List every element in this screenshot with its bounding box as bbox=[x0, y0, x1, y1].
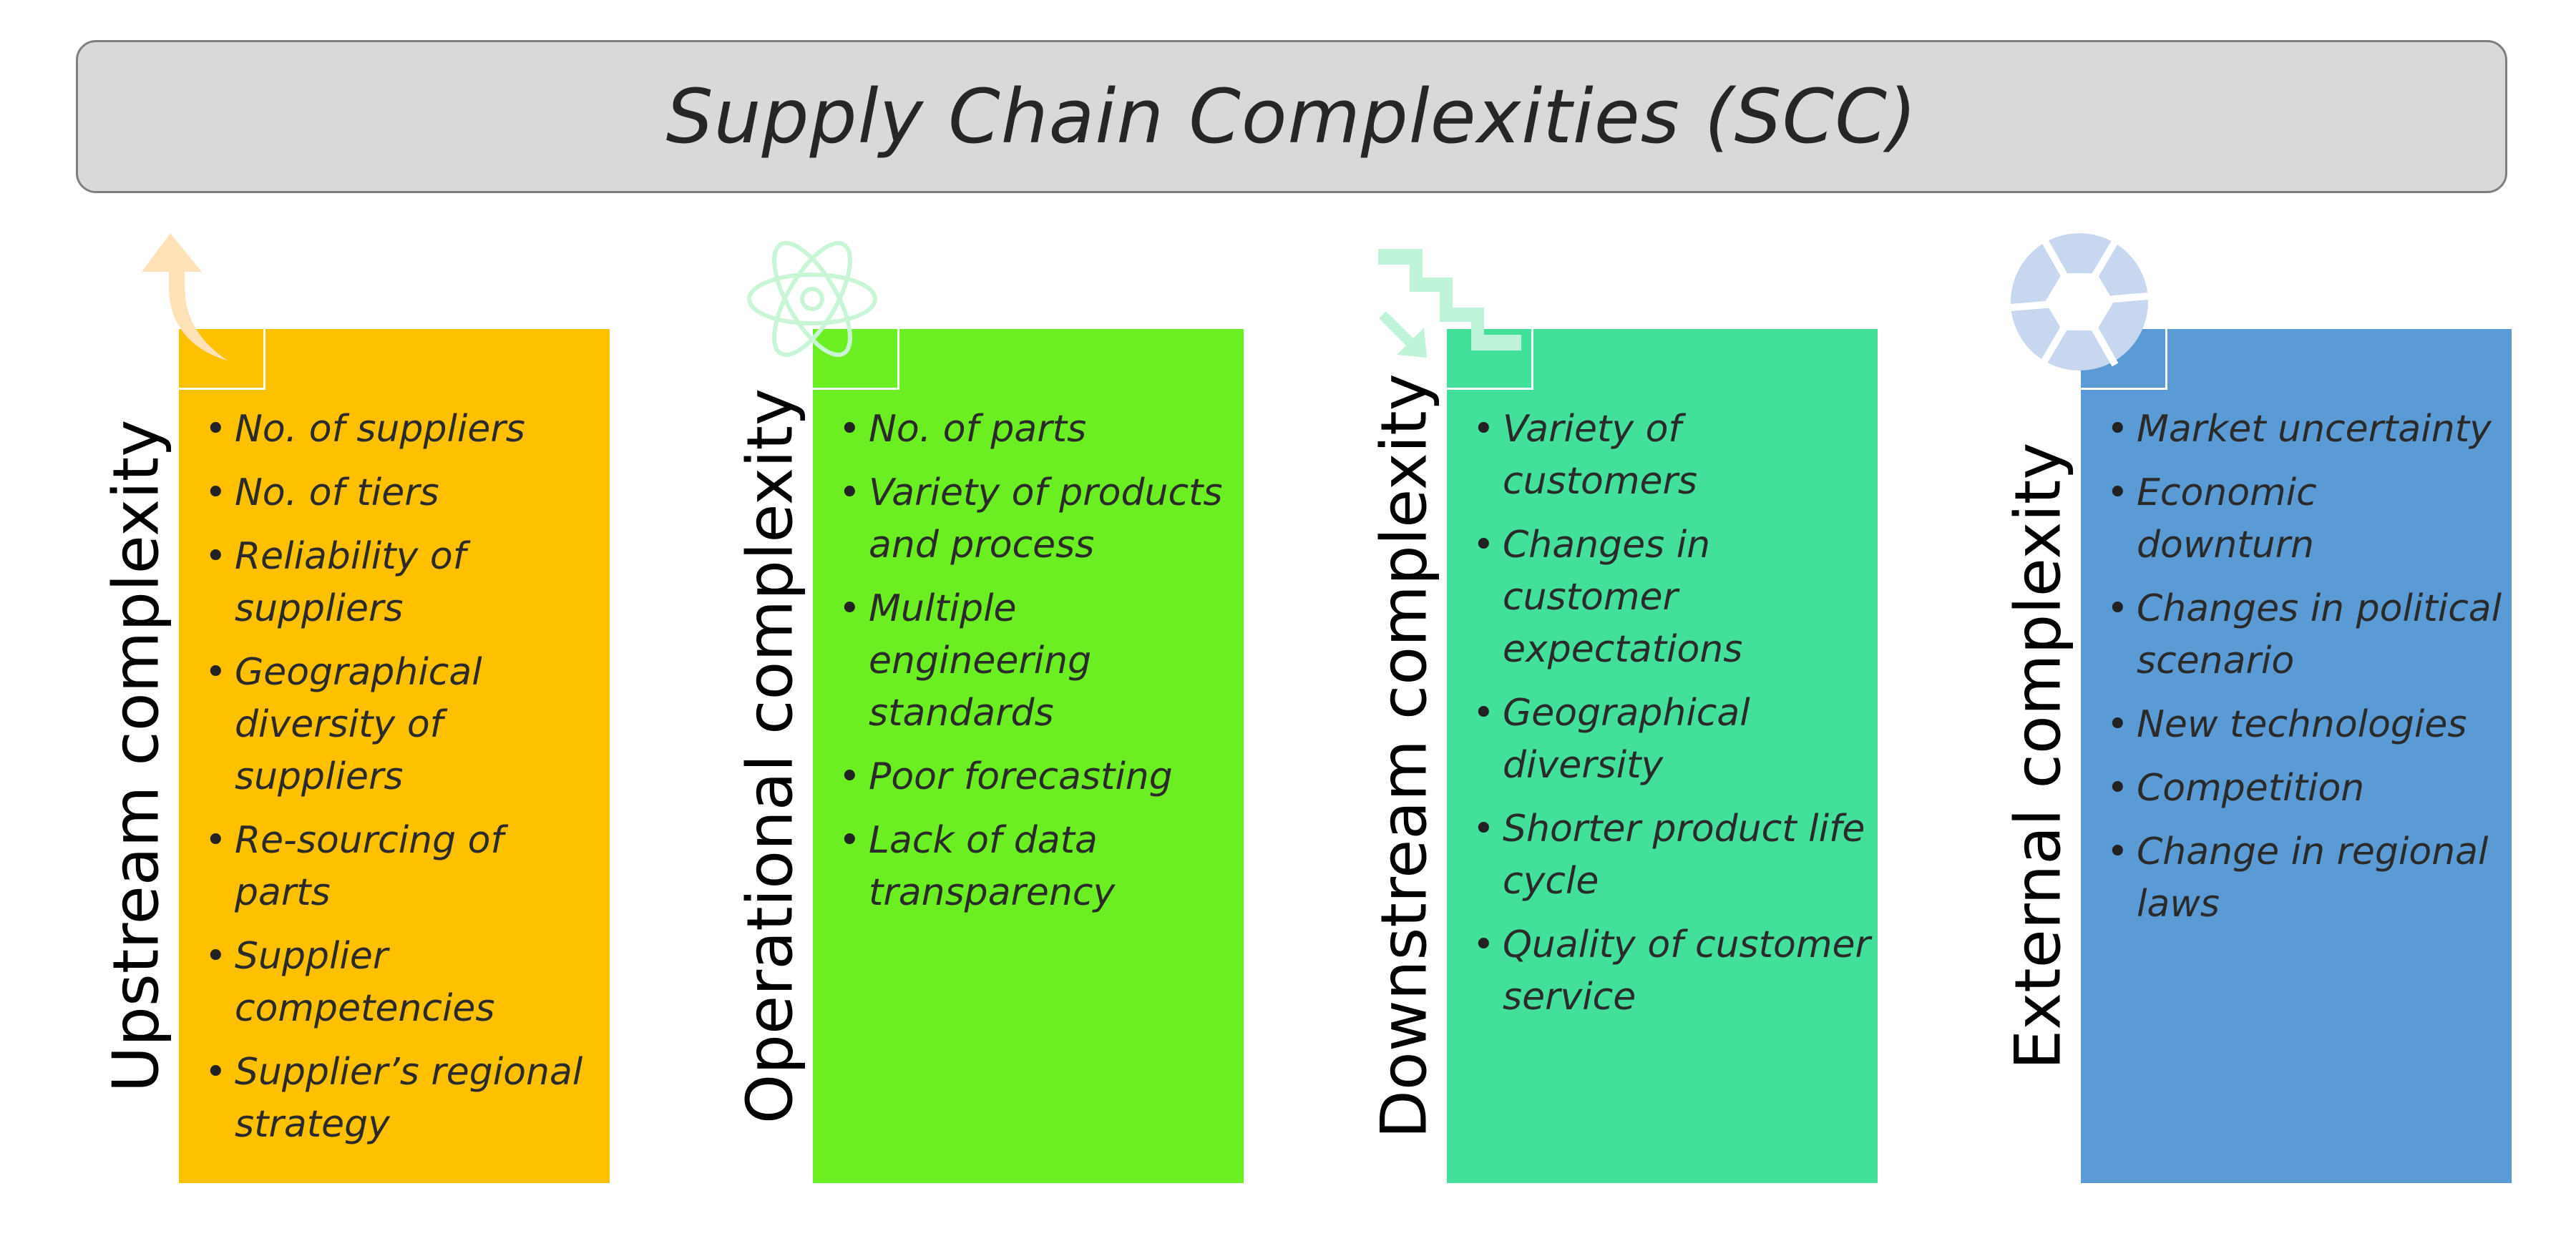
external-label-column: External complexity bbox=[1995, 329, 2081, 1183]
list-item: Changes in customer expectations bbox=[1473, 519, 1870, 676]
list-item: Reliability of suppliers bbox=[205, 531, 602, 635]
list-item: Shorter product life cycle bbox=[1473, 803, 1870, 908]
card-corner bbox=[179, 329, 265, 390]
card-corner bbox=[1447, 329, 1533, 390]
external-label: External complexity bbox=[2001, 442, 2075, 1070]
operational-label-column: Operational complexity bbox=[727, 329, 813, 1183]
downstream-item-list: Variety of customers Changes in customer… bbox=[1473, 403, 1870, 1035]
operational-label: Operational complexity bbox=[733, 388, 807, 1124]
operational-item-list: No. of parts Variety of products and pro… bbox=[839, 403, 1236, 931]
list-item: No. of tiers bbox=[205, 467, 602, 519]
upstream-card: No. of suppliers No. of tiers Reliabilit… bbox=[179, 329, 610, 1183]
list-item: No. of suppliers bbox=[205, 403, 602, 456]
aperture-icon bbox=[2010, 233, 2149, 371]
list-item: Changes in political scenario bbox=[2107, 583, 2504, 687]
list-item: Change in regional laws bbox=[2107, 826, 2504, 931]
title-banner: Supply Chain Complexities (SCC) bbox=[76, 40, 2507, 193]
list-item: Geographical diversity bbox=[1473, 687, 1870, 792]
list-item: Supplier’s regional strategy bbox=[205, 1046, 602, 1151]
list-item: Supplier competencies bbox=[205, 931, 602, 1035]
list-item: Economic downturn bbox=[2107, 467, 2504, 572]
list-item: Variety of products and process bbox=[839, 467, 1236, 572]
card-corner bbox=[2081, 329, 2167, 390]
downstream-label-column: Downstream complexity bbox=[1361, 329, 1447, 1183]
list-item: Multiple engineering standards bbox=[839, 583, 1236, 740]
downstream-card: Variety of customers Changes in customer… bbox=[1447, 329, 1878, 1183]
card-corner bbox=[813, 329, 899, 390]
list-item: New technologies bbox=[2107, 699, 2504, 751]
list-item: No. of parts bbox=[839, 403, 1236, 456]
external-item-list: Market uncertainty Economic downturn Cha… bbox=[2107, 403, 2504, 942]
atom-icon bbox=[747, 240, 877, 358]
list-item: Variety of customers bbox=[1473, 403, 1870, 508]
list-item: Geographical diversity of suppliers bbox=[205, 647, 602, 803]
list-item: Lack of data transparency bbox=[839, 815, 1236, 919]
upstream-label: Upstream complexity bbox=[99, 419, 173, 1093]
external-card: Market uncertainty Economic downturn Cha… bbox=[2081, 329, 2512, 1183]
diagram-title: Supply Chain Complexities (SCC) bbox=[665, 73, 1918, 160]
list-item: Competition bbox=[2107, 762, 2504, 815]
list-item: Quality of customer service bbox=[1473, 919, 1870, 1024]
list-item: Re-sourcing of parts bbox=[205, 815, 602, 919]
operational-card: No. of parts Variety of products and pro… bbox=[813, 329, 1244, 1183]
list-item: Poor forecasting bbox=[839, 751, 1236, 803]
list-item: Market uncertainty bbox=[2107, 403, 2504, 456]
downstream-label: Downstream complexity bbox=[1367, 373, 1441, 1139]
curved-up-arrow-icon bbox=[142, 233, 228, 360]
upstream-label-column: Upstream complexity bbox=[93, 329, 179, 1183]
stairs-down-arrow-icon bbox=[1378, 249, 1521, 358]
upstream-item-list: No. of suppliers No. of tiers Reliabilit… bbox=[205, 403, 602, 1162]
